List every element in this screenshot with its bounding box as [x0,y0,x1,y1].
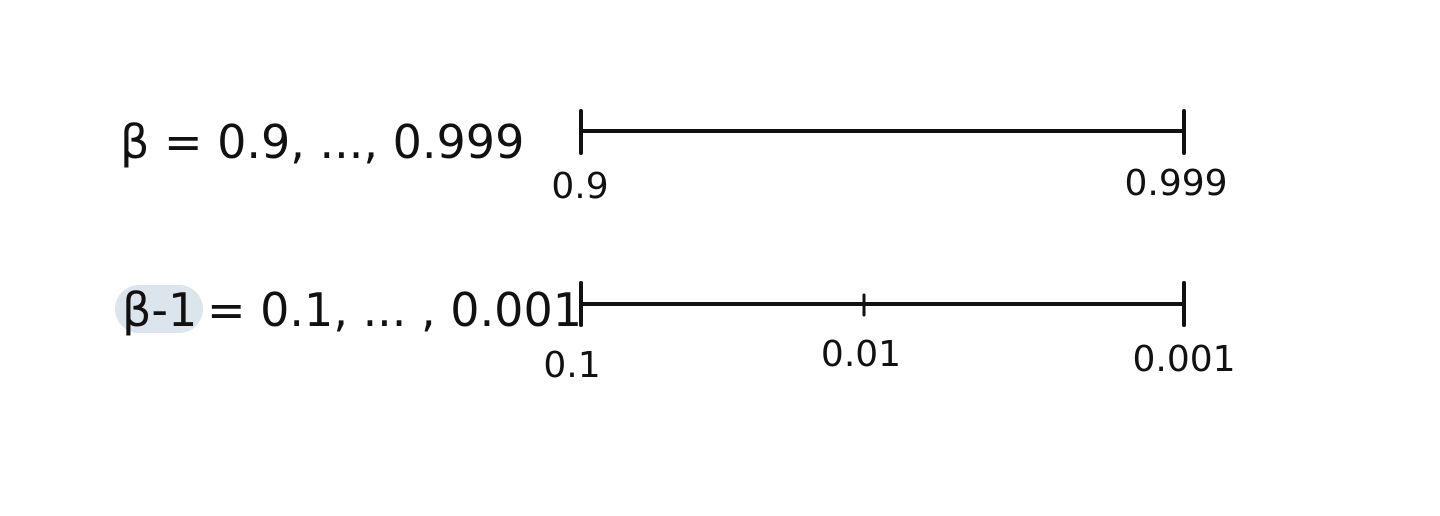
one-minus-beta-number-line: 0.1 0.01 0.001 [543,281,1236,386]
one-minus-beta-mid-label: 0.01 [821,334,901,375]
beta-right-label: 0.999 [1124,163,1227,204]
one-minus-beta-equation: = 0.1, ... , 0.001 [207,283,582,337]
one-minus-beta-row: β-1 = 0.1, ... , 0.001 0.1 0.01 0.001 [115,281,1236,386]
one-minus-beta-left-label: 0.1 [543,345,600,386]
beta-left-label: 0.9 [551,166,608,207]
beta-row: β = 0.9, ..., 0.999 0.9 0.999 [120,109,1228,207]
one-minus-beta-right-label: 0.001 [1132,339,1235,380]
one-minus-beta-symbol: β-1 [122,283,197,337]
highlight-marker [115,285,203,333]
beta-number-line: 0.9 0.999 [551,109,1228,207]
beta-equation: β = 0.9, ..., 0.999 [120,115,524,169]
